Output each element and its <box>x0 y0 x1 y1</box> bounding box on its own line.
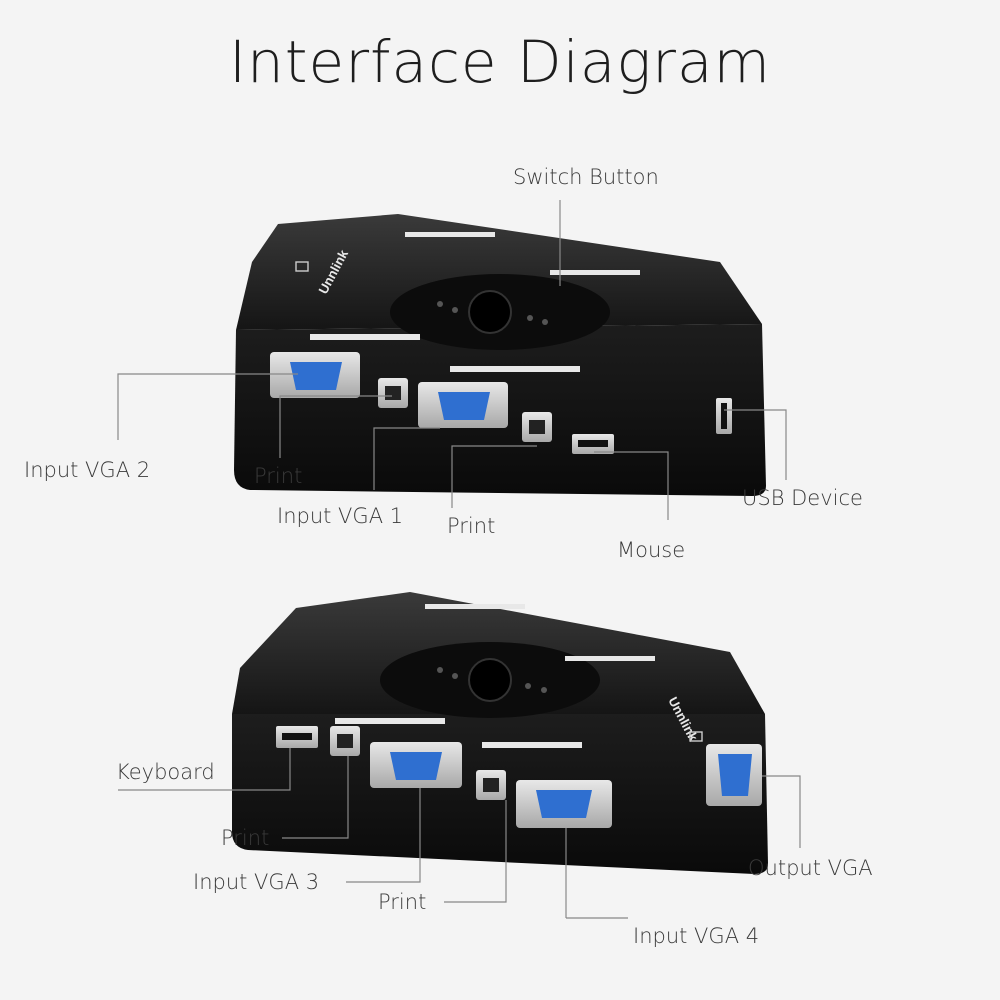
leader-line <box>444 800 507 903</box>
port-label-strip <box>450 366 580 372</box>
port-label-strip <box>565 656 655 661</box>
leader-line <box>117 373 298 440</box>
label-keyboard: Keyboard <box>116 760 215 784</box>
leader-line <box>451 445 537 508</box>
label-input-vga-2: Input VGA 2 <box>24 458 151 482</box>
label-print: Print <box>447 514 496 538</box>
vga-port-icon <box>290 362 342 390</box>
led-icon <box>452 307 458 313</box>
port-label-strip <box>310 334 420 340</box>
switch-button-icon <box>468 290 512 334</box>
label-input-vga-1: Input VGA 1 <box>277 504 404 528</box>
label-print: Print <box>221 826 270 850</box>
page-title: Interface Diagram <box>228 28 772 96</box>
vga-port-icon <box>718 754 752 796</box>
monitor-icon <box>295 261 309 272</box>
led-icon <box>527 315 533 321</box>
vga-port-icon <box>438 392 490 420</box>
led-icon <box>542 319 548 325</box>
label-switch-button: Switch Button <box>513 165 659 189</box>
led-icon <box>541 687 547 693</box>
port-label-strip <box>482 742 582 748</box>
label-print: Print <box>378 890 427 914</box>
led-icon <box>525 683 531 689</box>
port-label-strip <box>425 604 525 609</box>
leader-line <box>373 427 440 490</box>
device-top-surface <box>236 214 762 330</box>
label-input-vga-3: Input VGA 3 <box>193 870 320 894</box>
led-icon <box>437 667 443 673</box>
label-mouse: Mouse <box>617 538 686 562</box>
monitor-icon <box>689 731 703 742</box>
label-usb-device: USB Device <box>742 486 863 510</box>
leader-line <box>762 775 801 848</box>
kvm-switch-top-view: Unnlink <box>234 214 766 496</box>
leader-line <box>279 395 392 458</box>
switch-button-icon <box>468 658 512 702</box>
leader-lines <box>117 200 801 919</box>
label-input-vga-4: Input VGA 4 <box>633 924 760 948</box>
leader-line <box>346 788 421 883</box>
leader-line <box>594 451 669 520</box>
vga-port-icon <box>390 752 442 780</box>
leader-line <box>118 748 291 791</box>
port-label-strip <box>550 270 640 275</box>
kvm-switch-bottom-view: Unnlink <box>232 592 768 874</box>
leader-line <box>724 409 787 480</box>
port-label-strip <box>405 232 495 237</box>
label-output-vga: Output VGA <box>748 856 873 880</box>
label-print: Print <box>254 464 303 488</box>
leader-line <box>282 756 349 839</box>
led-icon <box>452 673 458 679</box>
vga-port-icon <box>536 790 592 818</box>
port-label-strip <box>335 718 445 724</box>
led-icon <box>437 301 443 307</box>
